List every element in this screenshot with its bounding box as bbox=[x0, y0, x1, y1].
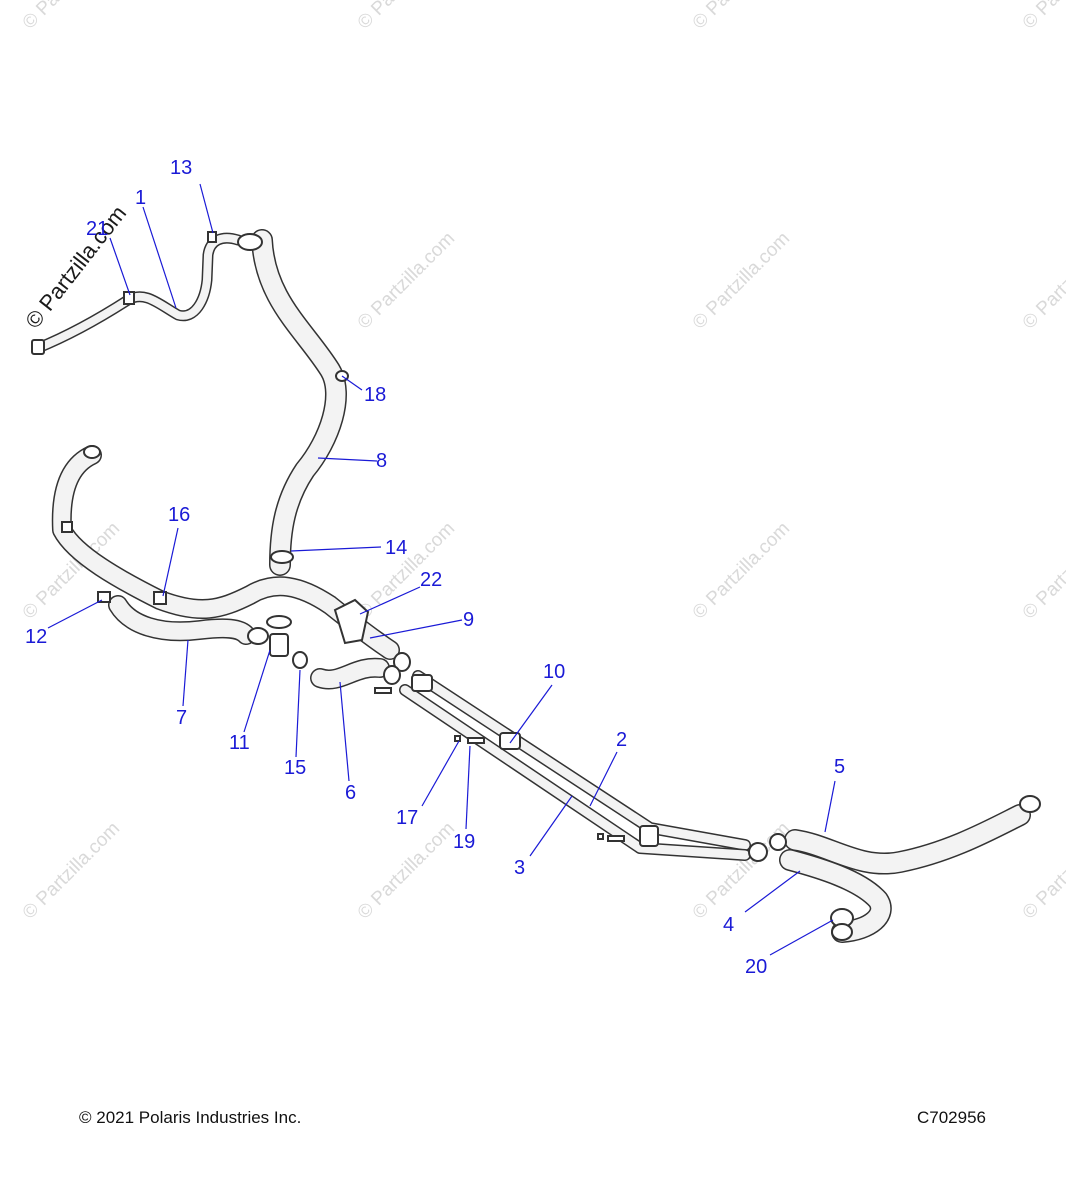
clamp-icon bbox=[748, 842, 768, 862]
watermark: © Partzilla.com bbox=[19, 0, 124, 34]
screw-icon bbox=[597, 833, 604, 840]
hose-9 bbox=[51, 445, 400, 660]
bracket-icon bbox=[639, 825, 659, 847]
hose-7 bbox=[108, 595, 256, 645]
callout-13: 13 bbox=[170, 157, 192, 179]
clamp-icon bbox=[153, 591, 167, 605]
callout-20: 20 bbox=[745, 956, 767, 978]
callout-1: 1 bbox=[135, 187, 146, 209]
callout-layer: 13 1 21 18 8 16 14 22 12 9 7 11 15 6 10 … bbox=[25, 157, 845, 978]
fitting-icon bbox=[269, 633, 289, 657]
callout-6: 6 bbox=[345, 782, 356, 804]
screw-icon bbox=[607, 835, 625, 842]
clamp-icon bbox=[83, 445, 101, 459]
hose-end bbox=[831, 923, 853, 941]
watermark: © Partzilla.com bbox=[19, 818, 124, 923]
callout-5: 5 bbox=[834, 756, 845, 778]
clamp-icon bbox=[31, 339, 45, 355]
bracket-icon bbox=[499, 732, 521, 750]
callout-7: 7 bbox=[176, 707, 187, 729]
clamp-icon bbox=[1019, 795, 1041, 813]
watermark: © Partzilla.com bbox=[1019, 228, 1066, 333]
callout-10: 10 bbox=[543, 661, 565, 683]
watermark: © Partzilla.com bbox=[1019, 818, 1066, 923]
clamp-icon bbox=[237, 233, 263, 251]
clamp-icon bbox=[207, 231, 217, 243]
watermark: © Partzilla.com bbox=[689, 228, 794, 333]
screw-icon bbox=[454, 735, 461, 742]
clamp-icon bbox=[270, 550, 294, 564]
figure-code: C702956 bbox=[916, 1108, 986, 1127]
clamp-icon bbox=[292, 651, 308, 669]
leader-layer bbox=[47, 183, 836, 956]
hose-6 bbox=[310, 657, 390, 690]
screw-icon bbox=[374, 687, 392, 694]
hose-4 bbox=[779, 849, 892, 943]
clamp-icon bbox=[97, 591, 111, 603]
callout-12: 12 bbox=[25, 626, 47, 648]
screw-icon bbox=[467, 737, 485, 744]
hose-5 bbox=[784, 804, 1031, 875]
watermark: © Partzilla.com bbox=[1019, 518, 1066, 623]
clamp-icon bbox=[769, 833, 787, 851]
watermark: © Partzilla.com bbox=[689, 518, 794, 623]
watermark: © Partzilla.com bbox=[354, 228, 459, 333]
callout-18: 18 bbox=[364, 384, 386, 406]
callout-3: 3 bbox=[514, 857, 525, 879]
clamp-icon bbox=[61, 521, 73, 533]
watermark: © Partzilla.com bbox=[354, 0, 459, 34]
callout-2: 2 bbox=[616, 729, 627, 751]
fitting-icon bbox=[333, 598, 370, 645]
callout-11: 11 bbox=[229, 732, 250, 754]
clamp-layer bbox=[31, 231, 1041, 941]
bracket-icon bbox=[411, 674, 433, 692]
callout-21: 21 bbox=[86, 218, 108, 240]
watermark: © Partzilla.com bbox=[354, 818, 459, 923]
watermark: © Partzilla.com bbox=[354, 518, 459, 623]
clamp-icon bbox=[393, 652, 411, 672]
clamp-icon bbox=[247, 627, 269, 645]
callout-19: 19 bbox=[453, 831, 475, 853]
callout-16: 16 bbox=[168, 504, 190, 526]
callout-9: 9 bbox=[463, 609, 474, 631]
watermark: © Partzilla.com bbox=[689, 0, 794, 34]
hose-1 bbox=[32, 232, 244, 354]
clamp-icon bbox=[383, 665, 401, 685]
callout-14: 14 bbox=[385, 537, 407, 559]
clamp-icon bbox=[266, 615, 292, 629]
callout-8: 8 bbox=[376, 450, 387, 472]
callout-15: 15 bbox=[284, 757, 306, 779]
watermark: © Partzilla.com bbox=[1019, 0, 1066, 34]
callout-4: 4 bbox=[723, 914, 734, 936]
hose-8 bbox=[251, 229, 347, 576]
callout-22: 22 bbox=[420, 569, 442, 591]
hose-layer bbox=[32, 229, 1031, 943]
copyright-text: © 2021 Polaris Industries Inc. bbox=[79, 1108, 302, 1127]
callout-17: 17 bbox=[396, 807, 418, 829]
